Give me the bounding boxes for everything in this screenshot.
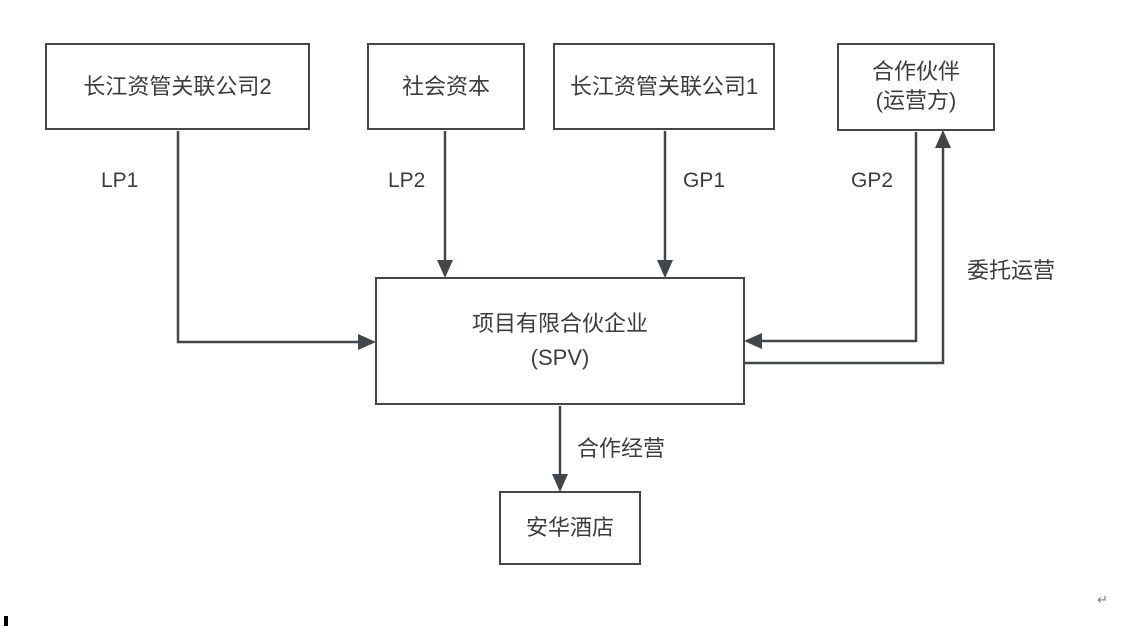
edge-gp1-arrowhead — [657, 260, 673, 278]
edge-label-lp1: LP1 — [101, 169, 139, 192]
edge-label-cooperative-operation: 合作经营 — [577, 436, 666, 461]
edge-label-gp2: GP2 — [851, 169, 894, 192]
text-cursor-artifact — [4, 616, 8, 626]
edge-entrusted-operation-line — [745, 147, 945, 365]
node-spv: 项目有限合伙企业 (SPV) — [375, 277, 745, 405]
edge-label-entrusted-operation: 委托运营 — [967, 258, 1056, 283]
node-social-capital: 社会资本 — [367, 43, 525, 130]
edge-lp1-arrowhead — [358, 334, 376, 350]
edge-entrusted-operation-arrowhead — [935, 130, 951, 148]
edge-gp2-line — [761, 132, 918, 343]
edge-lp2-arrowhead — [437, 260, 453, 278]
node-lp1-company: 长江资管关联公司2 — [45, 43, 310, 130]
edge-cooperative-operation-arrowhead — [552, 474, 568, 492]
paragraph-return-mark: ↵ — [1097, 592, 1108, 607]
edge-label-lp2: LP2 — [388, 169, 426, 192]
edge-label-gp1: GP1 — [683, 169, 726, 192]
node-partner-operator: 合作伙伴 (运营方) — [837, 43, 995, 131]
edge-gp2-arrowhead — [744, 333, 762, 349]
edge-lp1-line — [176, 131, 359, 344]
node-hotel: 安华酒店 — [499, 491, 641, 565]
node-gp1-company: 长江资管关联公司1 — [553, 43, 775, 130]
